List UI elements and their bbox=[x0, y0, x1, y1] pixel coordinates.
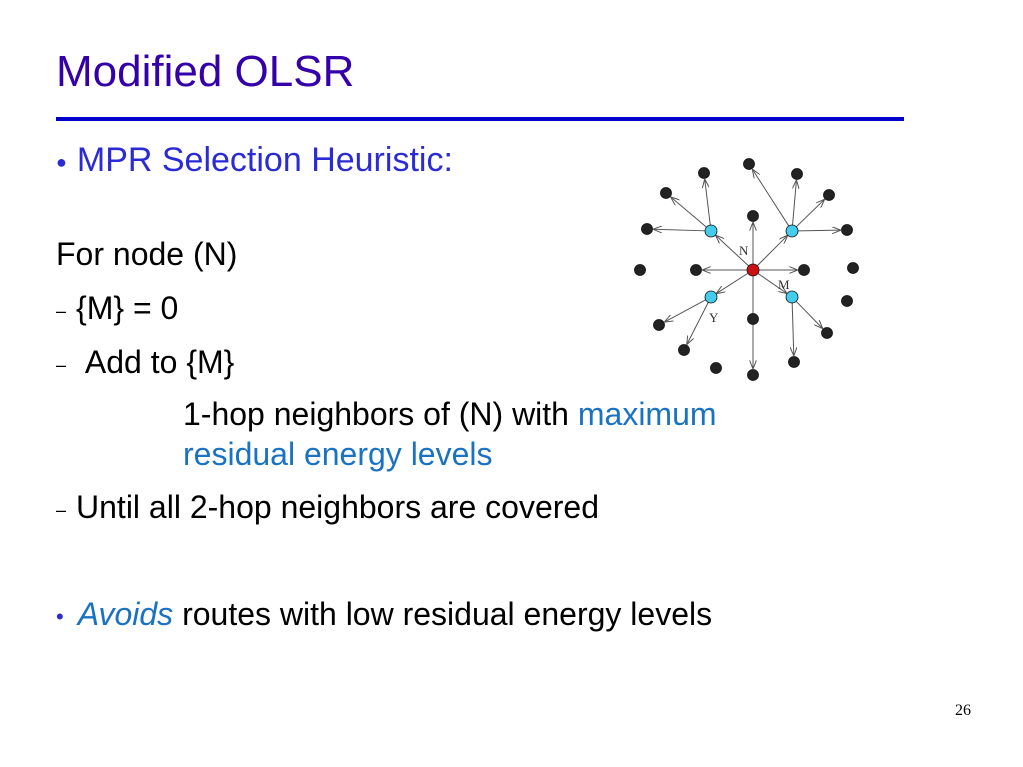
step-neighbors-highlight-2: residual energy levels bbox=[183, 436, 493, 472]
mpr-heuristic-bullet: ● MPR Selection Heuristic: bbox=[56, 140, 453, 182]
step-add-to-set: – Add to {M} bbox=[56, 344, 234, 383]
step-until-text: Until all 2-hop neighbors are covered bbox=[76, 489, 599, 525]
edge-arrow bbox=[717, 272, 749, 293]
edge-arrow bbox=[753, 170, 790, 227]
step-neighbors-highlight-1: maximum bbox=[577, 396, 717, 432]
node-other bbox=[747, 369, 759, 381]
edge-arrow bbox=[705, 180, 711, 226]
page-number: 26 bbox=[955, 702, 971, 719]
avoids-bullet: • Avoids routes with low residual energy … bbox=[56, 596, 712, 635]
step-reset-text: {M} = 0 bbox=[76, 290, 179, 326]
dash-icon: – bbox=[56, 300, 67, 321]
title-underline bbox=[56, 117, 904, 121]
network-diagram: N M Y bbox=[634, 158, 859, 381]
node-mpr bbox=[704, 290, 718, 304]
edge-arrow bbox=[795, 200, 824, 228]
node-other bbox=[791, 168, 803, 180]
edge-arrow bbox=[797, 230, 840, 231]
step-add-text: Add to {M} bbox=[84, 344, 235, 380]
node-other bbox=[660, 187, 672, 199]
node-other bbox=[641, 223, 653, 235]
for-node-line: For node (N) bbox=[56, 236, 238, 272]
node-mpr bbox=[785, 290, 799, 304]
node-label-m: M bbox=[778, 277, 790, 292]
edge-arrow bbox=[757, 273, 786, 293]
node-other bbox=[634, 264, 646, 276]
node-other bbox=[747, 210, 759, 222]
diagram-edges bbox=[654, 170, 840, 368]
node-other bbox=[710, 362, 722, 374]
node-other bbox=[653, 319, 665, 331]
node-label-y: Y bbox=[709, 310, 719, 325]
edge-arrow bbox=[716, 236, 749, 267]
node-other bbox=[788, 356, 800, 368]
node-mpr bbox=[785, 224, 799, 238]
node-label-n: N bbox=[739, 243, 749, 258]
node-other bbox=[841, 295, 853, 307]
bullet-dot-icon: ● bbox=[56, 152, 67, 173]
dash-icon: – bbox=[56, 354, 67, 375]
edge-arrow bbox=[687, 302, 709, 343]
node-center bbox=[746, 263, 760, 277]
edge-arrow bbox=[795, 300, 822, 328]
edge-arrow bbox=[671, 198, 707, 228]
node-other bbox=[823, 189, 835, 201]
node-other bbox=[798, 264, 810, 276]
node-other bbox=[698, 167, 710, 179]
edge-arrow bbox=[654, 229, 706, 231]
node-other bbox=[821, 327, 833, 339]
node-mpr bbox=[704, 224, 718, 238]
node-other bbox=[847, 262, 859, 274]
node-other bbox=[690, 264, 702, 276]
edge-arrow bbox=[665, 299, 706, 322]
dash-icon: – bbox=[56, 499, 67, 520]
node-other bbox=[743, 158, 755, 170]
step-until-covered: –Until all 2-hop neighbors are covered bbox=[56, 489, 599, 528]
bullet-dot-icon: • bbox=[56, 603, 64, 629]
step-reset-set: –{M} = 0 bbox=[56, 290, 178, 329]
edge-arrow bbox=[792, 181, 797, 226]
avoids-rest: routes with low residual energy levels bbox=[173, 596, 713, 632]
slide-title: Modified OLSR bbox=[56, 47, 355, 96]
edge-arrow bbox=[756, 236, 787, 267]
step-neighbors-prefix: 1-hop neighbors of (N) with bbox=[183, 396, 578, 432]
step-neighbors-line-1: 1-hop neighbors of (N) with maximum bbox=[183, 396, 717, 432]
avoids-emphasis: Avoids bbox=[77, 596, 174, 632]
node-other bbox=[841, 224, 853, 236]
diagram-nodes bbox=[634, 158, 859, 381]
mpr-heuristic-heading: MPR Selection Heuristic: bbox=[76, 141, 453, 179]
node-other bbox=[678, 344, 690, 356]
node-other bbox=[747, 313, 759, 325]
edge-arrow bbox=[792, 302, 794, 355]
